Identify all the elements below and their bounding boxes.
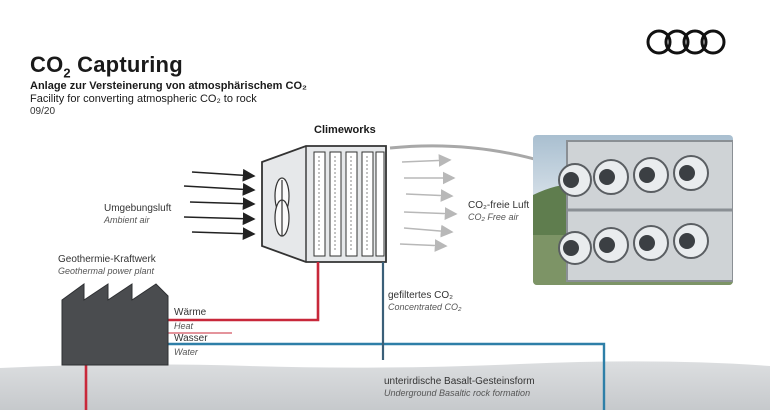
- subtitle-german: Anlage zur Versteinerung von atmosphäris…: [30, 80, 307, 92]
- water-label-en: Water: [174, 347, 198, 357]
- page-number: 09/20: [30, 106, 56, 117]
- filtered-co2-label: gefiltertes CO₂ Concentrated CO₂: [388, 290, 462, 312]
- basalt-formation-label: unterirdische Basalt-Gesteinsform Underg…: [384, 376, 535, 398]
- heat-label-en: Heat: [174, 321, 194, 331]
- page-title: CO2 Capturing: [30, 52, 183, 81]
- heat-line: [84, 262, 320, 410]
- climeworks-label: Climeworks: [314, 124, 376, 136]
- basalt-ground: [0, 361, 770, 410]
- audi-rings-logo: [646, 29, 726, 55]
- climeworks-unit: [261, 145, 387, 263]
- capture-modules-photo: [533, 135, 733, 285]
- geothermal-plant-icon: [61, 283, 169, 366]
- fan-icon: [274, 177, 290, 237]
- water-line: [168, 342, 606, 410]
- heat-label: Wärme: [174, 307, 207, 318]
- ambient-air-arrows: [183, 168, 256, 241]
- water-label: Wasser: [174, 333, 208, 344]
- geothermal-plant-label: Geothermie-Kraftwerk Geothermal power pl…: [58, 254, 156, 276]
- subtitle-english: Facility for converting atmospheric CO₂ …: [30, 93, 257, 105]
- photo-connector: [389, 144, 546, 164]
- co2-free-air-label: CO₂-freie Luft CO₂ Free air: [468, 200, 530, 222]
- filter-columns: [313, 151, 385, 257]
- co2-free-air-arrows: [399, 154, 458, 252]
- ambient-air-label: Umgebungsluft Ambient air: [104, 203, 172, 225]
